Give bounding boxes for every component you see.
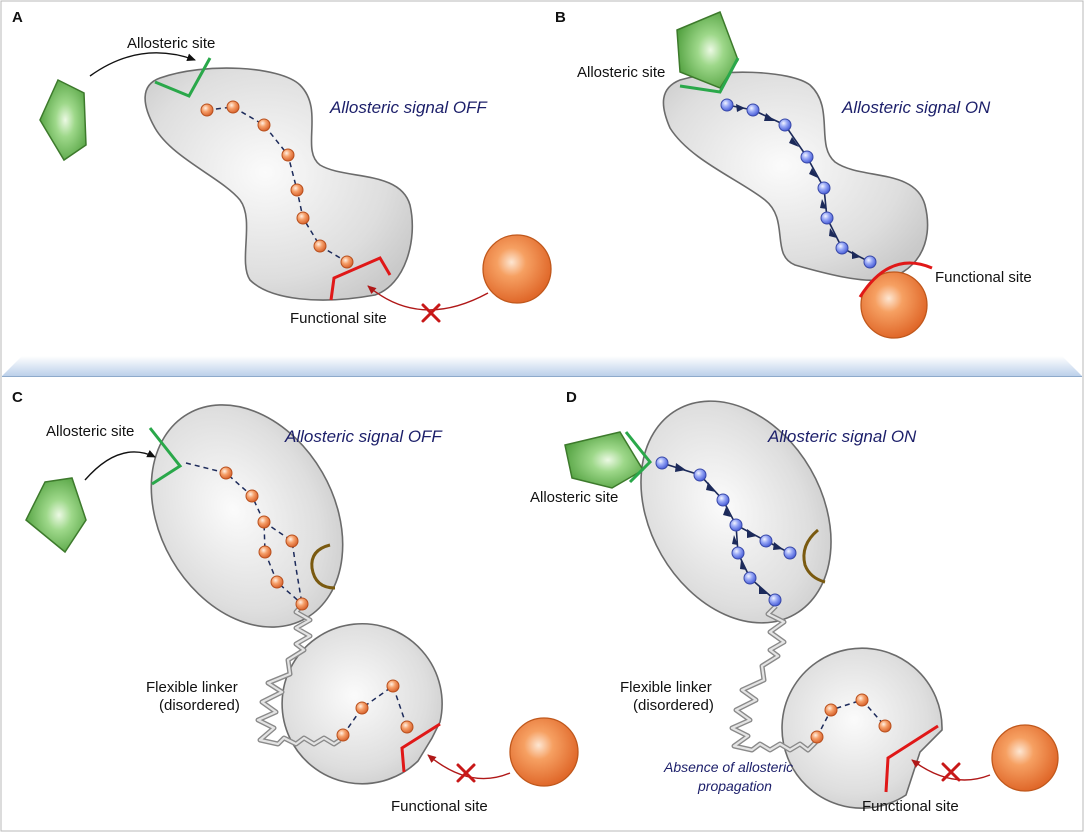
panel-c-letter: C bbox=[12, 389, 23, 406]
panel-d-absence-label-line2: propagation bbox=[697, 778, 772, 794]
panel-c-node bbox=[257, 515, 271, 529]
panel-a-letter: A bbox=[12, 9, 23, 26]
panel-d-upper-domain bbox=[640, 400, 832, 624]
panel-a-node bbox=[226, 100, 240, 114]
panel-a-node bbox=[200, 103, 214, 117]
panel-d: D bbox=[530, 389, 1059, 815]
panel-b-node bbox=[820, 211, 834, 225]
panel-c-substrate bbox=[509, 717, 579, 787]
panel-a-protein bbox=[144, 67, 414, 301]
panel-b-functional-site-marker bbox=[858, 261, 933, 298]
panel-c-node bbox=[258, 545, 272, 559]
panel-c-path-branch bbox=[263, 521, 303, 605]
panel-d-signal-label: Allosteric signal ON bbox=[767, 427, 917, 446]
panel-c-secondary-site-marker bbox=[310, 543, 336, 590]
panel-c-signal-label: Allosteric signal OFF bbox=[284, 427, 443, 446]
panel-d-node bbox=[759, 534, 773, 548]
panel-d-block-x bbox=[941, 762, 961, 782]
panel-b-node bbox=[720, 98, 734, 112]
panel-c-binding-arrow bbox=[84, 450, 156, 481]
panel-a-blocked-arrow bbox=[367, 285, 489, 311]
panel-d-node-inactive bbox=[824, 703, 838, 717]
panel-c-node bbox=[285, 534, 299, 548]
panel-a-allosteric-site-label: Allosteric site bbox=[127, 35, 215, 52]
panel-d-functional-site-label: Functional site bbox=[862, 798, 959, 815]
panel-c-node bbox=[400, 720, 414, 734]
panel-a-node bbox=[313, 239, 327, 253]
panel-d-node bbox=[729, 518, 743, 532]
panel-c-node bbox=[386, 679, 400, 693]
panel-d-blocked-arrow bbox=[911, 759, 991, 781]
panel-d-node bbox=[731, 546, 745, 560]
panel-c-linker-label-line1: Flexible linker bbox=[146, 679, 238, 696]
panel-c-functional-site-label: Functional site bbox=[391, 798, 488, 815]
panel-a-node bbox=[340, 255, 354, 269]
panel-a-node bbox=[257, 118, 271, 132]
panel-d-node bbox=[655, 456, 669, 470]
panel-b-letter: B bbox=[555, 9, 566, 26]
panel-d-ligand bbox=[564, 431, 645, 489]
panel-c-node bbox=[295, 597, 309, 611]
panel-d-node bbox=[783, 546, 797, 560]
panel-d-linker-label-line2: (disordered) bbox=[633, 697, 714, 714]
panel-b-allosteric-site-marker bbox=[679, 57, 740, 94]
panel-a: A Allosteric site Allosteric signal OFF … bbox=[12, 9, 552, 327]
panel-b-functional-site-label: Functional site bbox=[935, 269, 1032, 286]
panel-d-allosteric-site-label: Allosteric site bbox=[530, 489, 618, 506]
panel-b-node bbox=[863, 255, 877, 269]
panel-d-allosteric-site-marker bbox=[624, 431, 653, 484]
panel-b-node bbox=[746, 103, 760, 117]
panel-c-lower-path bbox=[342, 684, 408, 736]
panel-d-node bbox=[743, 571, 757, 585]
panel-a-block-x bbox=[421, 303, 441, 323]
panel-d-node bbox=[693, 468, 707, 482]
panel-a-functional-site-marker bbox=[329, 256, 392, 301]
panel-c-block-x bbox=[456, 763, 476, 783]
panel-d-node-inactive bbox=[855, 693, 869, 707]
panel-c-node bbox=[336, 728, 350, 742]
panel-c-node bbox=[355, 701, 369, 715]
panel-c-allosteric-site-marker bbox=[148, 427, 183, 486]
panel-a-signal-label: Allosteric signal OFF bbox=[329, 98, 488, 117]
panel-c-allosteric-site-label: Allosteric site bbox=[46, 423, 134, 440]
panel-a-binding-arrow bbox=[89, 52, 196, 77]
panel-b-node bbox=[835, 241, 849, 255]
panel-b-node bbox=[800, 150, 814, 164]
panel-b: B Allosteric site bbox=[555, 9, 1032, 339]
panel-d-linker-label-line1: Flexible linker bbox=[620, 679, 712, 696]
panel-a-ligand bbox=[39, 78, 87, 162]
panel-c-ligand bbox=[25, 477, 87, 554]
panel-c-node bbox=[245, 489, 259, 503]
panel-a-substrate bbox=[482, 234, 552, 304]
panel-a-allosteric-site-marker bbox=[154, 57, 212, 98]
panel-d-substrate bbox=[991, 724, 1059, 792]
panel-d-absence-label-line1: Absence of allosteric bbox=[663, 759, 793, 775]
panel-d-secondary-site-marker bbox=[802, 528, 826, 584]
panel-c-linker-label-line2: (disordered) bbox=[159, 697, 240, 714]
panel-a-functional-site-label: Functional site bbox=[290, 310, 387, 327]
panel-d-node-inactive bbox=[810, 730, 824, 744]
panel-b-node bbox=[817, 181, 831, 195]
row-separator bbox=[2, 356, 1082, 376]
panel-d-node bbox=[716, 493, 730, 507]
panel-d-functional-site-marker bbox=[884, 724, 939, 793]
panel-d-letter: D bbox=[566, 389, 577, 406]
panel-d-node bbox=[768, 593, 782, 607]
panel-b-signal-label: Allosteric signal ON bbox=[841, 98, 991, 117]
panel-d-node-inactive bbox=[878, 719, 892, 733]
panel-a-node bbox=[290, 183, 304, 197]
panel-b-substrate bbox=[860, 271, 928, 339]
panel-c-node bbox=[270, 575, 284, 589]
panel-c-node bbox=[219, 466, 233, 480]
panel-c: C Allosteric site Allosteric signal OFF … bbox=[12, 389, 579, 815]
panel-b-allosteric-site-label: Allosteric site bbox=[577, 64, 665, 81]
panel-c-functional-site-marker bbox=[400, 722, 441, 773]
panel-a-node bbox=[296, 211, 310, 225]
panel-a-node bbox=[281, 148, 295, 162]
panel-b-node bbox=[778, 118, 792, 132]
panel-d-lower-path bbox=[816, 699, 886, 738]
panel-d-lower-domain bbox=[781, 647, 943, 809]
